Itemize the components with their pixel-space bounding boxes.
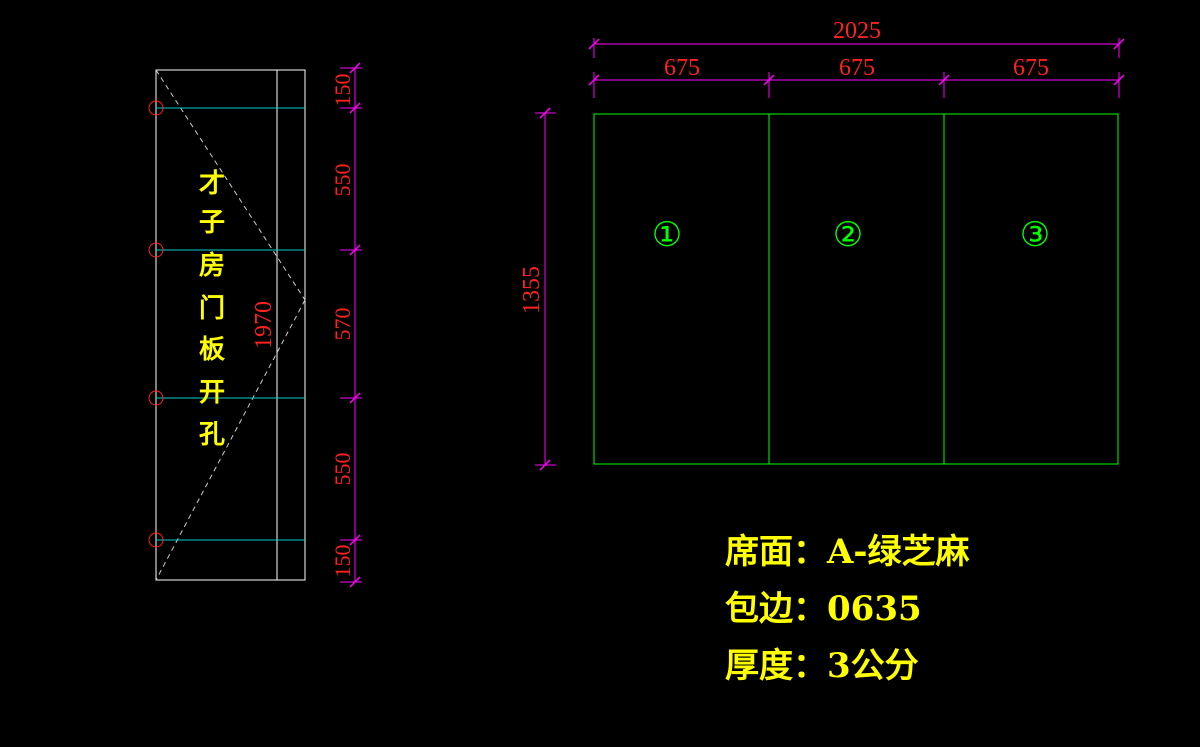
segment-slash-2 — [349, 244, 361, 256]
title-char-4: 门 — [199, 294, 225, 324]
title-char-3: 房 — [199, 251, 225, 281]
hole-circle-4 — [148, 532, 164, 548]
door-outline — [155, 69, 306, 581]
door-height-dimension: 1970 — [251, 301, 277, 349]
sub-width-label-3: 675 — [1013, 55, 1049, 81]
door-vertical-title: 才 子 房 门 板 开 孔 — [199, 169, 225, 450]
section-label-2: ② — [833, 217, 863, 254]
segment-slash-5 — [349, 576, 361, 588]
door-swing-line-lower — [155, 299, 306, 581]
total-width-slash-right — [1113, 38, 1125, 50]
section-label-3: ③ — [1020, 217, 1050, 254]
segment-dim-4: 550 — [330, 453, 355, 486]
sub-width-slash-3 — [1113, 74, 1125, 86]
panel-outline — [593, 113, 1119, 465]
segment-dim-1: 150 — [330, 74, 355, 107]
panel-sub-width-dimensions: 675 675 675 — [588, 55, 1125, 98]
title-char-5: 板 — [199, 335, 225, 365]
segment-slash-1 — [349, 102, 361, 114]
segment-slash-0 — [349, 62, 361, 74]
hole-circle-3 — [148, 390, 164, 406]
sub-width-slash-1 — [763, 74, 775, 86]
spec-surface: 席面：A-绿芝麻 — [725, 532, 970, 572]
spec-notes: 席面：A-绿芝麻 包边：0635 厚度：3公分 — [725, 532, 970, 686]
title-char-7: 孔 — [199, 420, 225, 450]
door-segment-dimensions: 150 550 570 550 150 — [330, 62, 362, 588]
panel-height-label: 1355 — [519, 266, 545, 314]
segment-slash-4 — [349, 534, 361, 546]
total-width-label: 2025 — [833, 18, 881, 44]
segment-dim-2: 550 — [330, 164, 355, 197]
title-char-1: 才 — [199, 169, 225, 199]
hole-circle-2 — [148, 242, 164, 258]
segment-dim-5: 150 — [330, 545, 355, 578]
panel-total-width-dimension: 2025 — [588, 18, 1125, 58]
title-char-6: 开 — [199, 378, 225, 408]
hole-circle-1 — [148, 100, 164, 116]
total-width-slash-left — [588, 38, 600, 50]
section-label-1: ① — [652, 217, 682, 254]
panel-height-dimension: 1355 — [519, 107, 556, 471]
door-panel-drawing: 才 子 房 门 板 开 孔 1970 150 550 5 — [148, 62, 362, 588]
height-slash-bottom — [539, 459, 551, 471]
sub-width-slash-0 — [588, 74, 600, 86]
segment-slash-3 — [349, 392, 361, 404]
segment-dim-3: 570 — [330, 308, 355, 341]
sub-width-label-1: 675 — [664, 55, 700, 81]
height-slash-top — [539, 107, 551, 119]
panel-drawing: 2025 675 675 675 1355 — [519, 18, 1125, 471]
spec-thickness: 厚度：3公分 — [725, 646, 919, 686]
sub-width-slash-2 — [938, 74, 950, 86]
title-char-2: 子 — [199, 208, 225, 238]
spec-edge-banding: 包边：0635 — [725, 589, 922, 629]
sub-width-label-2: 675 — [839, 55, 875, 81]
